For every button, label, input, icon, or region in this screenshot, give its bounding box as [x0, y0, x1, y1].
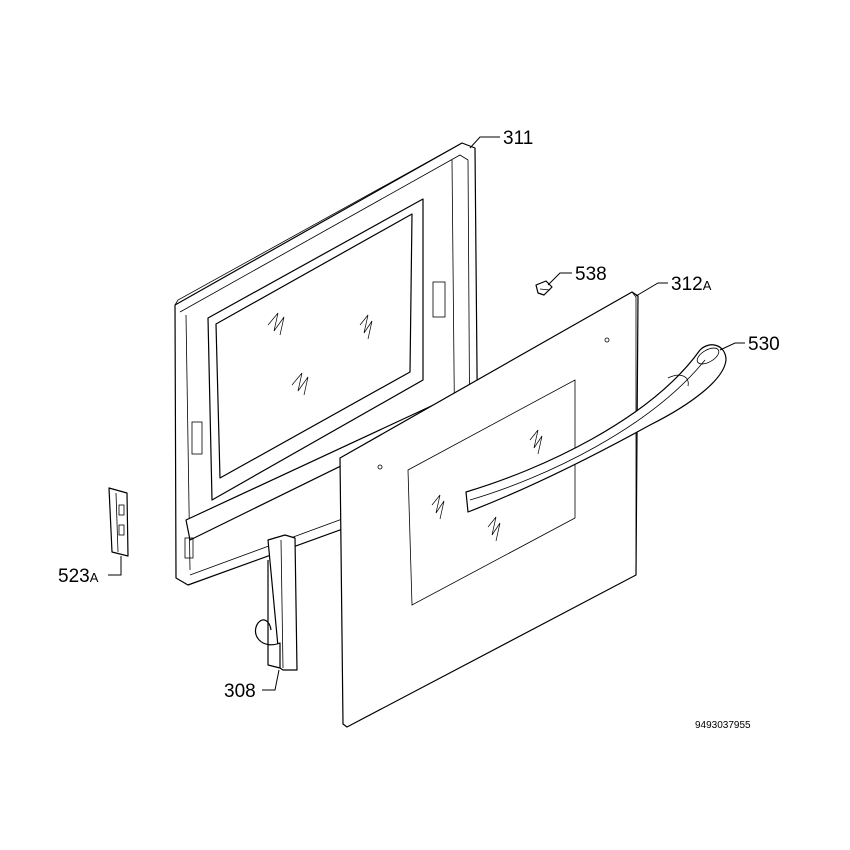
leader-311: [469, 136, 500, 149]
callout-308: 308: [224, 681, 256, 702]
leader-530: [719, 342, 745, 351]
hinge-part: [254, 534, 298, 671]
callout-312A: 312A: [671, 274, 712, 295]
leader-308: [262, 669, 280, 691]
leader-523A: [108, 556, 122, 576]
callout-523A: 523A: [58, 566, 99, 587]
leader-312A: [635, 282, 668, 297]
leader-lines: [108, 136, 745, 691]
door-handle-part: [465, 344, 727, 513]
callout-311: 311: [503, 128, 533, 149]
outer-glass-panel-part: [339, 291, 639, 728]
callout-538: 538: [575, 264, 607, 285]
leader-538: [547, 272, 572, 286]
document-number: 9493037955: [695, 720, 751, 731]
hinge-bracket-part: [108, 487, 129, 557]
callout-530: 530: [748, 334, 780, 355]
